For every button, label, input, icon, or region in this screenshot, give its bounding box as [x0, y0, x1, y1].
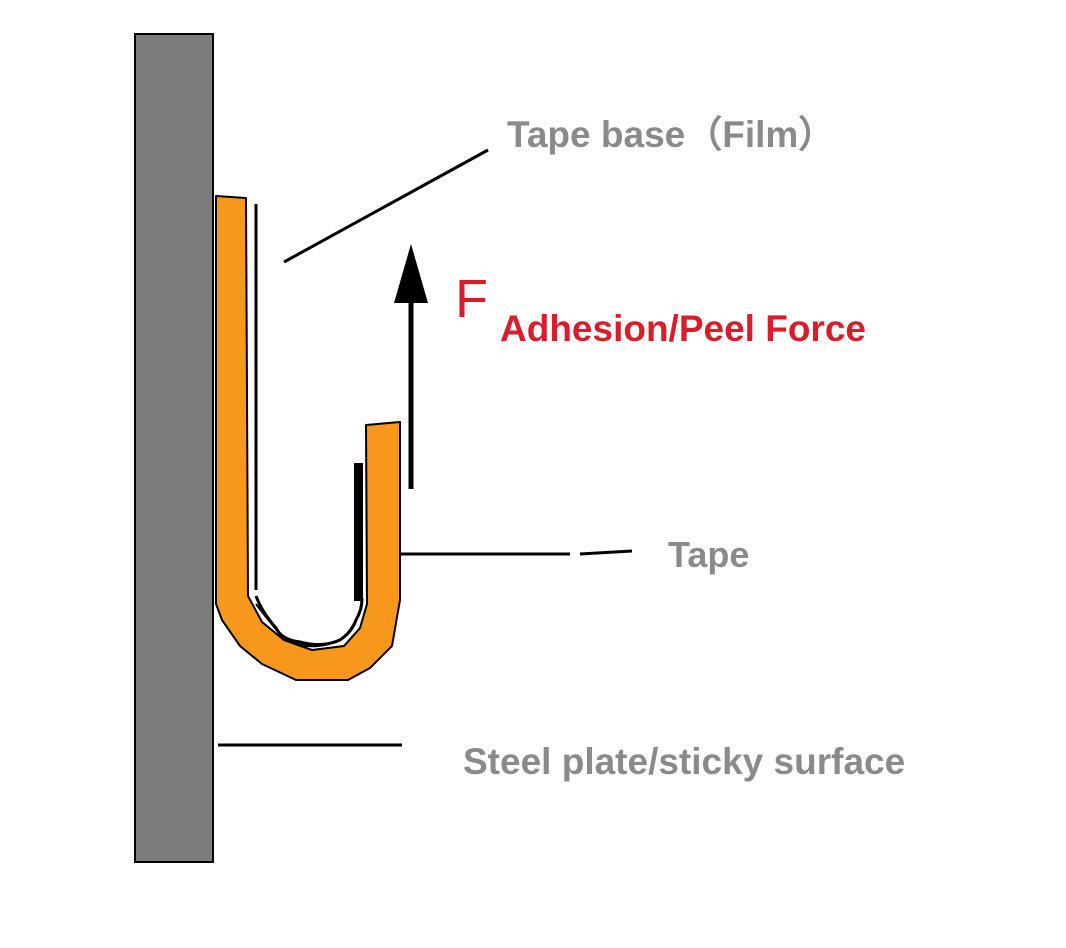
steel-plate: [134, 33, 214, 863]
film-bottom-curve-2: [255, 603, 363, 648]
force-symbol: F: [455, 269, 488, 329]
force-label: Adhesion/Peel Force: [500, 308, 866, 349]
film-leader-line: [283, 148, 489, 264]
tape-base-label: Tape base（Film）: [507, 114, 835, 155]
tape-strip: [215, 195, 401, 681]
force-arrow-head: [394, 244, 428, 303]
tape-leader-line-end: [579, 549, 633, 556]
steel-plate-label: Steel plate/sticky surface: [463, 741, 905, 782]
tape-label: Tape: [668, 534, 749, 575]
film-right-line: [354, 463, 363, 601]
